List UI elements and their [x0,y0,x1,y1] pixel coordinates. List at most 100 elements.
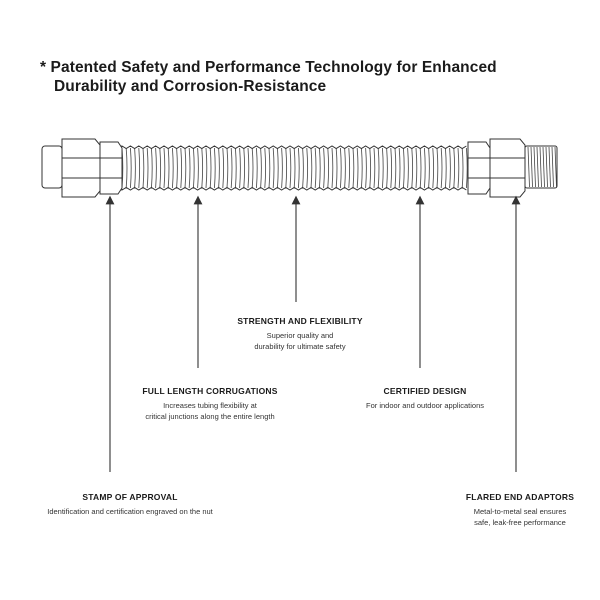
right-collar-nut [467,141,491,195]
thread-line [542,146,545,188]
corrugation-ridge [209,147,212,189]
callout-strength-flexibility: STRENGTH AND FLEXIBILITY Superior qualit… [210,316,390,352]
corrugation-ridge [264,147,267,189]
corrugation-ridge [306,147,309,189]
corrugation-ridge [436,147,439,189]
corrugation-ridge [381,147,384,189]
corrugation-ridge [411,147,414,189]
callout-title: STRENGTH AND FLEXIBILITY [237,316,363,326]
corrugation-ridge [432,147,435,189]
corrugation-ridge [205,147,208,189]
corrugation-ridge [423,147,426,189]
corrugation-ridge [302,147,304,189]
corrugation-ridge [331,147,334,189]
corrugation-ridge [201,147,204,189]
callout-full-length-corrugations: FULL LENGTH CORRUGATIONS Increases tubin… [120,386,300,422]
callout-desc: critical junctions along the entire leng… [145,412,275,421]
callout-title: CERTIFIED DESIGN [383,386,467,396]
corrugation-ridge [365,147,367,189]
corrugation-ridge [281,147,283,189]
corrugation-ridge [218,147,220,189]
left-flare-stub [41,145,63,189]
corrugation-ridge [184,147,187,189]
corrugation-ridge [171,147,174,189]
callout-desc: Metal-to-metal seal ensures [473,507,567,516]
callout-desc: Identification and certification engrave… [47,507,213,516]
left-fitting [41,138,123,198]
corrugation-ridge [444,147,447,189]
right-fitting [467,138,558,198]
corrugation-ridge [285,147,288,189]
thread-line [527,146,530,188]
corrugation-ridge [159,147,162,189]
callout-stamp-of-approval: STAMP OF APPROVAL Identification and cer… [20,492,240,517]
corrugated-hose [120,145,468,191]
corrugation-ridge [394,147,397,189]
corrugation-ridge [318,147,321,189]
callout-desc: Superior quality and [266,331,334,340]
heading-line-2: Durability and Corrosion-Resistance [54,78,327,95]
corrugation-ridge [150,147,153,189]
corrugation-ridge [163,147,166,189]
corrugation-ridge [344,147,346,189]
thread-line [548,146,551,188]
corrugation-ridge [260,147,262,189]
corrugation-ridge [449,147,451,189]
corrugation-ridge [386,147,388,189]
corrugation-ridge [453,147,456,189]
corrugation-ridge [176,147,178,189]
corrugation-ridge [457,147,460,189]
corrugation-ridge [377,147,380,189]
corrugation-ridge [251,147,254,189]
corrugation-ridge [293,147,296,189]
corrugation-ridge [335,147,338,189]
corrugation-ridge [213,147,216,189]
right-nut [489,138,526,198]
corrugation-ridge [255,147,258,189]
corrugation-ridge [155,147,157,189]
corrugation-ridge [192,147,195,189]
corrugation-ridge [352,147,355,189]
page-heading: * Patented Safety and Performance Techno… [40,58,560,96]
thread-line [533,146,536,188]
corrugation-ridge [230,147,233,189]
corrugation-ridge [239,147,241,189]
corrugation-ridge [146,147,149,189]
callout-desc: safe, leak-free performance [474,518,566,527]
corrugation-ridge [276,147,279,189]
callout-title: FLARED END ADAPTORS [465,492,575,502]
corrugation-ridge [419,147,422,189]
corrugation-ridge [369,147,372,189]
corrugation-ridge [188,147,191,189]
corrugation-ridge [243,147,246,189]
thread-line [545,146,548,188]
corrugation-ridge [268,147,271,189]
corrugation-ridge [323,147,325,189]
corrugation-ridge [310,147,313,189]
left-collar-nut [99,141,123,195]
corrugation-ridge [222,147,225,189]
thread-line [530,146,533,188]
corrugation-ridge [125,147,128,189]
corrugation-ridge [327,147,330,189]
thread-line [551,146,554,188]
callout-flared-end-adaptors: FLARED END ADAPTORS Metal-to-metal seal … [445,492,595,528]
heading-line-1: * Patented Safety and Performance Techno… [40,59,497,76]
corrugation-ridge [398,147,401,189]
corrugation-ridge [402,147,405,189]
corrugation-ridge [142,147,145,189]
pointer-arrows [105,195,521,472]
corrugation-ridge [390,147,393,189]
corrugation-ridge [373,147,376,189]
thread-line [539,146,542,188]
corrugation-ridge [180,147,183,189]
callout-desc: Increases tubing flexibility at [163,401,257,410]
corrugation-ridge [138,147,141,189]
corrugation-ridge [356,147,359,189]
corrugation-ridge [314,147,317,189]
callout-desc: durability for ultimate safety [254,342,346,351]
thread-line [536,146,539,188]
corrugation-ridge [465,147,468,189]
hose-bottom-edge [121,186,467,191]
corrugation-ridge [339,147,342,189]
